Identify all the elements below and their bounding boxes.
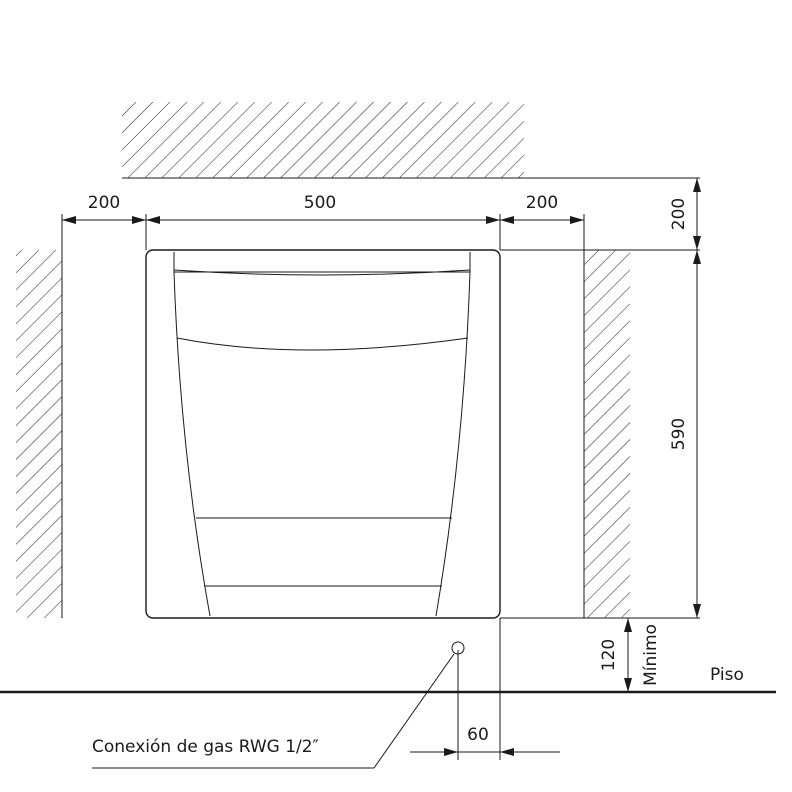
gas-connection-label: Conexión de gas RWG 1/2″ [92,737,319,757]
dim-right-clearance: 200 [500,193,584,224]
dim-left-clearance: 200 [62,193,146,224]
dim-right-clearance-label: 200 [526,193,558,213]
floor-line: Piso [0,665,776,694]
gas-connection: Conexión de gas RWG 1/2″ [92,641,465,769]
dim-min-floor-note: Mínimo [641,624,661,686]
ceiling-wall [122,102,700,179]
dim-top-clearance: 200 [669,178,701,250]
dim-min-floor: 120 Mínimo [599,618,661,692]
dim-min-floor-label: 120 [599,639,619,671]
dim-left-clearance-label: 200 [88,193,120,213]
dim-height-label: 590 [669,418,689,450]
gas-connection-icon [451,641,465,655]
heater-unit [145,249,501,619]
dim-height: 590 [669,250,701,618]
left-wall [16,250,63,618]
dim-top-clearance-label: 200 [669,198,689,230]
dim-gas-offset: 60 [410,725,560,756]
dim-gas-offset-label: 60 [467,725,489,745]
dim-width-label: 500 [304,193,336,213]
right-wall [583,250,630,618]
floor-label: Piso [710,665,744,685]
dim-width: 500 [146,193,500,224]
